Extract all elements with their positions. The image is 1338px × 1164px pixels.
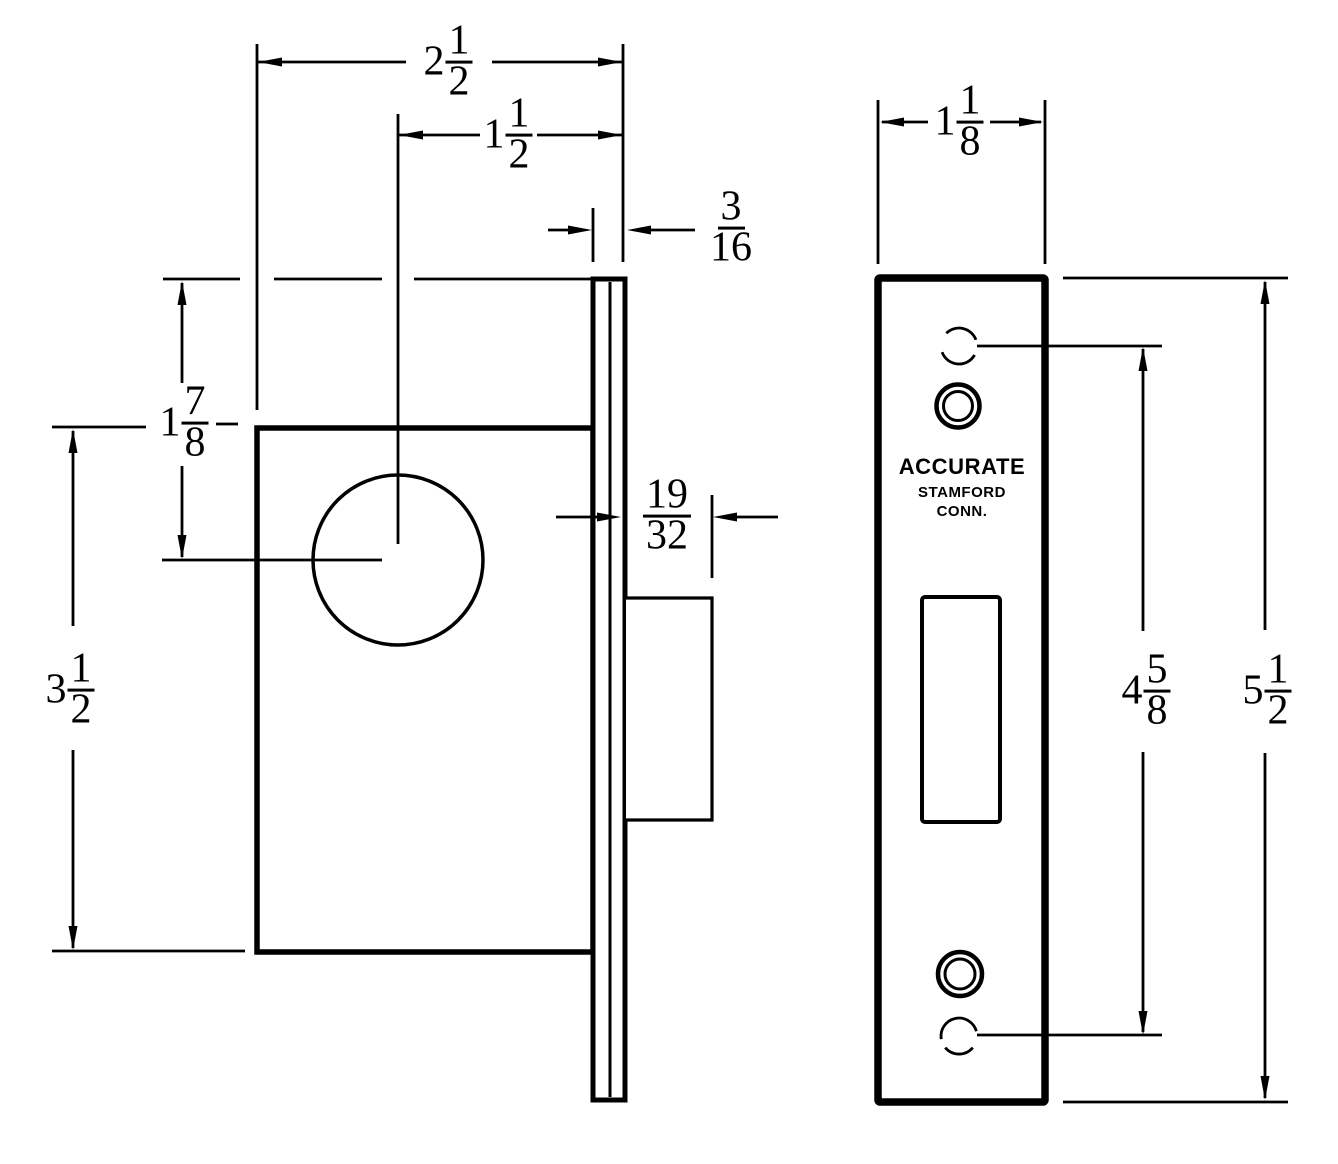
dim-fraction: 1 2 [445, 20, 473, 102]
dim-fraction: 19 32 [643, 474, 691, 556]
dim-label-bolt-projection: 19 32 [643, 474, 691, 556]
dim-label-case-height: 3 1 2 [45, 648, 95, 730]
extension-lines [52, 44, 1288, 1104]
dim-whole: 3 [45, 667, 67, 713]
dim-label-top-to-hub-center: 1 7 8 [159, 381, 209, 463]
latch-opening [920, 595, 1002, 824]
dim-whole: 1 [159, 400, 181, 446]
dim-fraction: 1 2 [505, 93, 533, 175]
dim-label-faceplate-width: 1 1 8 [934, 80, 984, 162]
left-view-lock-case [162, 114, 714, 1103]
dim-label-backset: 1 1 2 [483, 93, 533, 175]
dim-fraction: 7 8 [181, 381, 209, 463]
bottom-spindle-hole-arc-upper [939, 1016, 978, 1040]
bottom-spindle-hole-arc-lower [944, 1046, 974, 1056]
dim-whole: 1 [934, 99, 956, 145]
brand-stamp: ACCURATE STAMFORD CONN. [899, 454, 1026, 520]
lock-case-outline [254, 425, 596, 955]
dim-fraction: 3 16 [710, 183, 752, 271]
top-screw-hole-inner [942, 390, 974, 422]
dim-label-faceplate-height: 5 1 2 [1242, 649, 1292, 731]
top-spindle-hole-arc-upper [945, 326, 978, 341]
brand-city: STAMFORD [918, 484, 1006, 501]
dim-whole: 2 [423, 39, 445, 85]
top-spindle-hole-arc-lower [940, 351, 976, 366]
brand-state: CONN. [936, 503, 988, 520]
dim-whole: 1 [483, 112, 505, 158]
dim-label-screw-hole-spacing: 4 5 8 [1121, 649, 1171, 731]
bottom-screw-hole-inner [943, 957, 977, 991]
dim-whole: 4 [1121, 668, 1143, 714]
dim-fraction: 5 8 [1143, 649, 1171, 731]
dimension-lines [68, 57, 1270, 1100]
dim-fraction: 1 2 [67, 648, 95, 730]
dim-label-faceplate-thickness: 3 16 [710, 183, 752, 271]
dim-label-overall-depth: 2 1 2 [423, 20, 473, 102]
brand-name: ACCURATE [898, 454, 1026, 479]
dim-fraction: 1 8 [956, 80, 984, 162]
right-view-faceplate [874, 274, 1162, 1106]
latch-bolt [626, 596, 714, 822]
dim-whole: 5 [1242, 668, 1264, 714]
dim-fraction: 1 2 [1264, 649, 1292, 731]
